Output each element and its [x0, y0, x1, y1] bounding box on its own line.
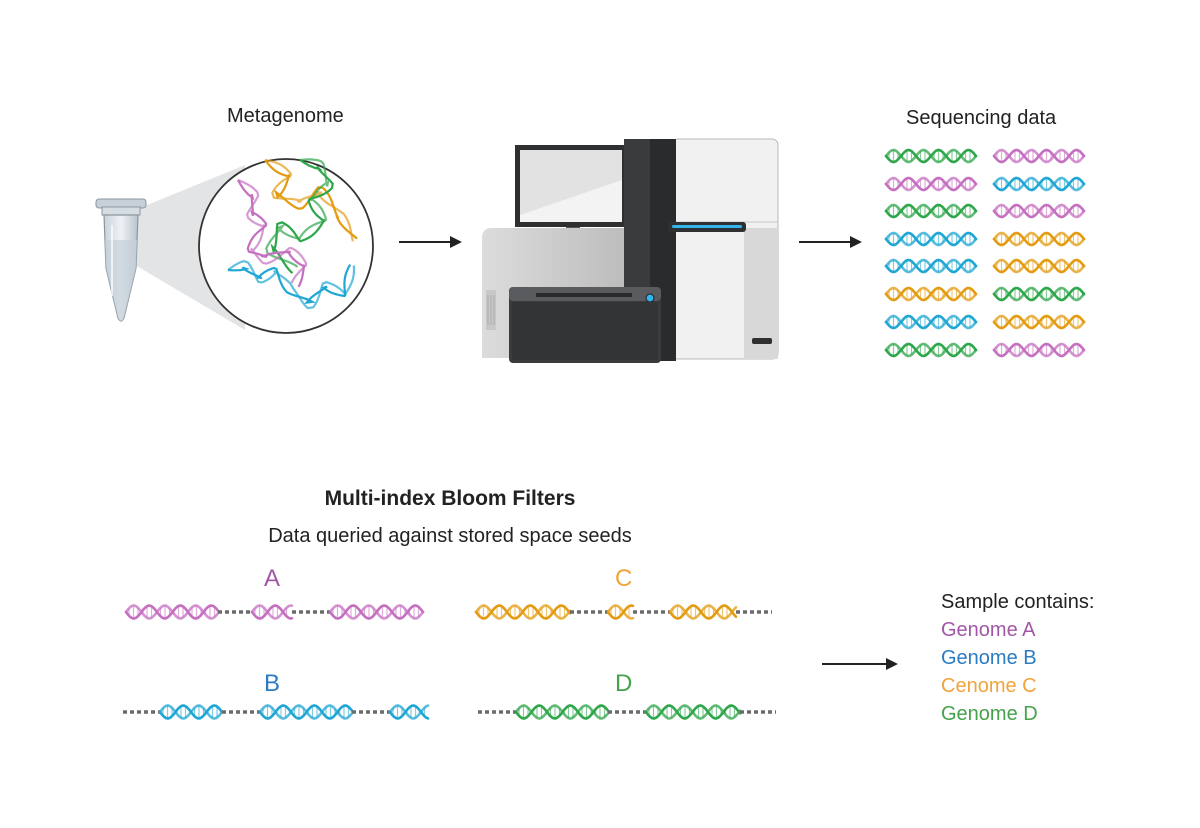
sequencer-machine-icon [482, 138, 779, 363]
tube-icon [95, 198, 147, 322]
tangle-green-strand [265, 158, 334, 274]
read-left-6 [884, 286, 978, 302]
read-right-1 [992, 148, 1086, 164]
bloom-subtitle: Data queried against stored space seeds [268, 525, 632, 547]
read-right-7 [992, 314, 1086, 330]
bloom-d-seg-2 [514, 704, 610, 720]
read-right-6 [992, 286, 1086, 302]
result-genome-d: Genome D [941, 703, 1038, 725]
sequencing-reads [884, 148, 1086, 358]
result-genome-a: Genome A [941, 619, 1036, 641]
genome-letter-b: B [264, 670, 281, 697]
read-right-3 [992, 203, 1086, 219]
read-left-4 [884, 231, 978, 247]
genome-letter-c: C [615, 565, 633, 592]
bloom-b-seg-2 [158, 704, 224, 720]
read-right-8 [992, 342, 1086, 358]
metagenome-label: Metagenome [227, 105, 344, 127]
metagenome-circle [198, 158, 374, 334]
bloom-c-seg-1 [474, 604, 572, 620]
read-left-3 [884, 203, 978, 219]
result-genome-b: Genome B [941, 647, 1037, 669]
bloom-a-seg-5 [328, 604, 425, 620]
sample-contains-heading: Sample contains: [941, 591, 1095, 613]
read-left-1 [884, 148, 978, 164]
arrow-to-sequencer [399, 236, 462, 248]
tangle-orange-strand [264, 158, 358, 242]
tangle-blue-strand [227, 260, 356, 310]
arrow-to-results [822, 658, 898, 670]
genome-letter-a: A [264, 565, 281, 592]
read-left-2 [884, 176, 978, 192]
genome-letter-d: D [615, 670, 633, 697]
bloom-b-seg-6 [388, 704, 430, 720]
tangle-pink-strand [237, 178, 308, 288]
bloom-a-seg-3 [250, 604, 294, 620]
read-right-4 [992, 231, 1086, 247]
read-left-7 [884, 314, 978, 330]
arrow-to-reads [799, 236, 862, 248]
bloom-d-seg-4 [644, 704, 742, 720]
bloom-a-seg-1 [124, 604, 220, 620]
read-left-5 [884, 258, 978, 274]
result-genome-c: Cenome C [941, 675, 1037, 697]
bloom-c-seg-3 [606, 604, 635, 620]
sequencing-data-label: Sequencing data [906, 107, 1057, 129]
read-left-8 [884, 342, 978, 358]
bloom-title: Multi-index Bloom Filters [324, 487, 576, 510]
read-right-5 [992, 258, 1086, 274]
bloom-filter-rows [123, 604, 776, 720]
bloom-c-seg-5 [668, 604, 738, 620]
bloom-b-seg-4 [258, 704, 354, 720]
metagenome-dna-tangle [227, 158, 358, 310]
read-right-2 [992, 176, 1086, 192]
